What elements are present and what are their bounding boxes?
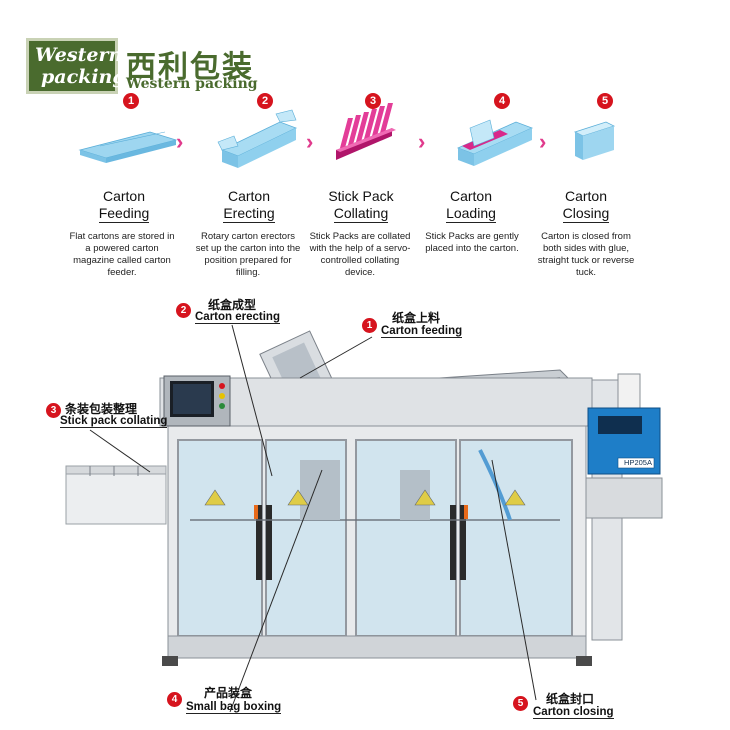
chevron-right-icon: › bbox=[418, 129, 426, 154]
callout-bag-boxing-en: Small bag boxing bbox=[186, 701, 282, 714]
callout-bag-boxing-cn: 产品装盒 bbox=[204, 686, 253, 700]
hmi-touch-panel bbox=[163, 375, 231, 427]
chevron-right-icon: › bbox=[176, 129, 184, 154]
brand-name-cn: 西利包装 bbox=[126, 50, 254, 85]
callout-leader-lines bbox=[89, 324, 537, 713]
leveling-foot bbox=[162, 656, 178, 666]
step-2-description: Rotary carton erectors set up the carton… bbox=[195, 231, 301, 278]
loading-carton-icon bbox=[456, 119, 534, 166]
callout-5-number: 5 bbox=[513, 696, 528, 711]
chevron-right-icon: › bbox=[306, 129, 314, 154]
internal-mechanism bbox=[190, 449, 560, 521]
leveling-foot bbox=[576, 656, 592, 666]
callout-carton-erecting-cn: 纸盒成型 bbox=[208, 298, 257, 312]
chevron-right-icon: › bbox=[539, 129, 547, 154]
glue-unit bbox=[585, 373, 663, 519]
logo-line-2: packing bbox=[41, 66, 126, 88]
machine-top-frame bbox=[159, 377, 593, 427]
callout-carton-closing-cn: 纸盒封口 bbox=[546, 692, 595, 706]
callout-2-number: 2 bbox=[176, 303, 191, 318]
callout-3-number: 3 bbox=[46, 403, 61, 418]
step-1-number: 1 bbox=[123, 93, 139, 109]
step-5-description: Carton is closed from both sides with gl… bbox=[537, 231, 635, 278]
step-5-title: Carton Closing bbox=[562, 188, 610, 223]
step-4-number: 4 bbox=[494, 93, 510, 109]
logo-line-1: Western bbox=[35, 44, 123, 66]
step-3-description: Stick Packs are collated with the help o… bbox=[309, 231, 411, 278]
callout-carton-feeding-cn: 纸盒上料 bbox=[392, 311, 441, 325]
glue-unit-label: HP205A bbox=[624, 458, 652, 467]
step-4-title: Carton Loading bbox=[446, 188, 496, 223]
callout-carton-feeding-en: Carton feeding bbox=[381, 325, 463, 338]
step-4-description: Stick Packs are gently placed into the c… bbox=[425, 231, 519, 254]
machine-base bbox=[167, 635, 587, 659]
callout-carton-closing-en: Carton closing bbox=[533, 706, 614, 719]
step-2-number: 2 bbox=[257, 93, 273, 109]
callout-4-number: 4 bbox=[167, 692, 182, 707]
brand-logo-badge: Western packing bbox=[26, 38, 126, 94]
infeed-conveyor bbox=[65, 465, 167, 525]
closed-carton-icon bbox=[573, 121, 616, 160]
callout-carton-erecting-en: Carton erecting bbox=[195, 311, 280, 324]
erecting-carton-icon bbox=[217, 109, 298, 168]
step-1-title: Carton Feeding bbox=[98, 188, 150, 223]
callout-stick-collating-en: Stick pack collating bbox=[60, 415, 168, 428]
stick-packs-icon bbox=[336, 103, 396, 160]
flat-carton-icon bbox=[78, 131, 178, 163]
step-1-description: Flat cartons are stored in a powered car… bbox=[69, 231, 175, 278]
brand-name-en: Western packing bbox=[126, 76, 258, 92]
callout-1-number: 1 bbox=[362, 318, 377, 333]
step-2-title: Carton Erecting bbox=[223, 188, 275, 223]
step-3-number: 3 bbox=[365, 93, 381, 109]
step-5-number: 5 bbox=[597, 93, 613, 109]
glass-doors bbox=[177, 439, 573, 637]
callout-stick-collating-cn: 条装包装整理 bbox=[65, 402, 138, 416]
step-3-title: Stick Pack Collating bbox=[328, 188, 394, 223]
